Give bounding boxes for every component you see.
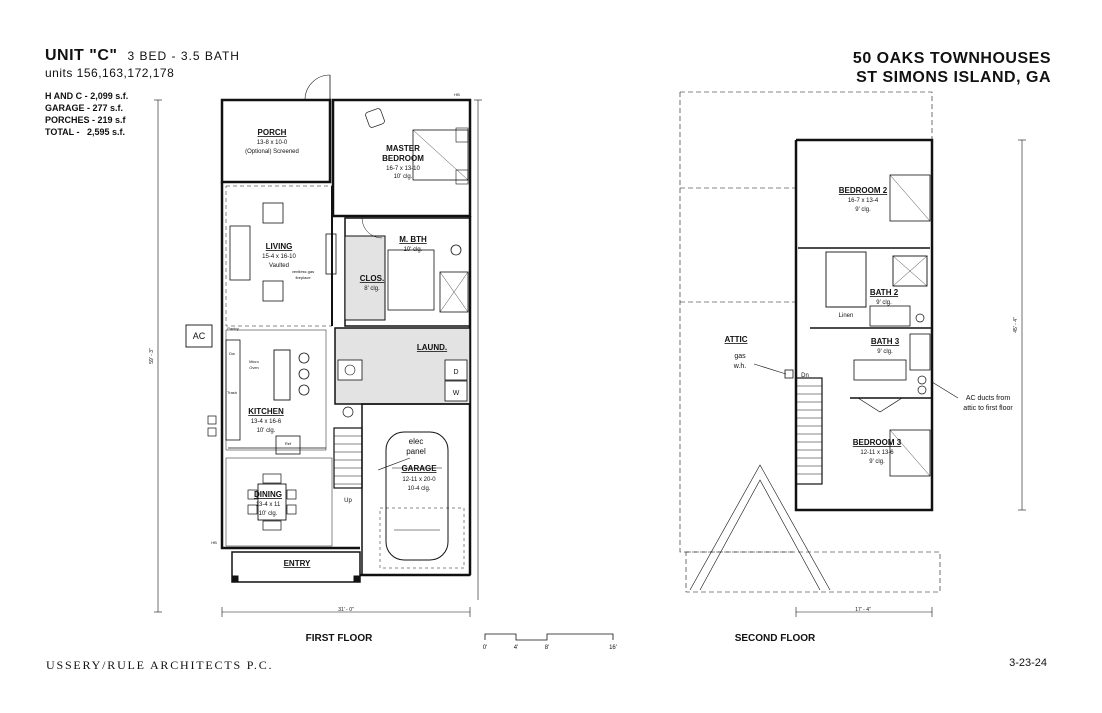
unit-numbers: units 156,163,172,178 — [45, 66, 175, 80]
unit-name: UNIT "C" — [45, 47, 118, 64]
dining-clg: 10' clg. — [259, 511, 278, 517]
first-floor-title: FIRST FLOOR — [306, 633, 373, 644]
mbth-label: M. BTH — [399, 235, 427, 244]
dining-dims: 13-4 x 11 — [256, 502, 281, 508]
laund-label: LAUND. — [417, 343, 447, 352]
bedroom3-clg: 9' clg. — [869, 459, 885, 465]
unit-title: UNIT "C" 3 BED - 3.5 BATH — [45, 47, 240, 65]
porch-dims: 13-8 x 10-0 — [257, 140, 288, 146]
stair-up-label: Up — [344, 498, 352, 504]
kitchen-dims: 13-4 x 16-6 — [251, 419, 282, 425]
scale-tick: 16' — [609, 645, 617, 651]
ref-label: Ref — [285, 441, 292, 446]
beds-baths: 3 BED - 3.5 BATH — [127, 49, 240, 63]
bath2-label: BATH 2 — [870, 288, 899, 297]
garage-label: GARAGE — [401, 464, 437, 473]
bath3-clg: 9' clg. — [877, 349, 893, 355]
first-floor-width-dim: 31' - 0" — [338, 607, 354, 613]
dining-label: DINING — [254, 490, 282, 499]
living-label: LIVING — [266, 242, 293, 251]
kitchen-clg: 10' clg. — [257, 428, 276, 434]
scale-tick: 4' — [514, 645, 518, 651]
bedroom2-label: BEDROOM 2 — [839, 186, 888, 195]
area-row: H AND C - 2,099 s.f. — [45, 91, 129, 101]
gas-wh-label-2: w.h. — [733, 363, 747, 370]
ac-ducts-label-2: attic to first floor — [963, 405, 1013, 412]
master-label-1: MASTER — [386, 144, 420, 153]
hose-bib-top-label: HB — [454, 92, 460, 97]
project-title: 50 OAKS TOWNHOUSES ST SIMONS ISLAND, GA — [853, 49, 1051, 87]
kitchen-label: KITCHEN — [248, 407, 284, 416]
first-floor-depth-dim: 59' - 3" — [149, 348, 155, 364]
second-floor-depth-dim: 45' - 4" — [1013, 317, 1019, 333]
second-floor-title: SECOND FLOOR — [735, 633, 816, 644]
drawing-date: 3-23-24 — [1009, 657, 1047, 669]
ac-unit-label: AC — [193, 331, 206, 341]
master-dims: 16-7 x 13-10 — [386, 166, 420, 172]
fireplace-label-1: ventless gas — [292, 269, 314, 274]
dw-label: Dw — [229, 351, 235, 356]
bedroom2-dims: 16-7 x 13-4 — [848, 198, 879, 204]
bedroom2-clg: 9' clg. — [855, 207, 871, 213]
porch-note: (Optional) Screened — [245, 149, 299, 155]
living-note: Vaulted — [269, 263, 289, 269]
ac-ducts-label-1: AC ducts from — [966, 395, 1011, 402]
fireplace-label-2: fireplace — [295, 275, 311, 280]
trash-label: Trash — [227, 390, 237, 395]
garage-clg: 10-4 clg. — [407, 486, 430, 492]
entry-label: ENTRY — [284, 559, 311, 568]
second-floor-width-dim: 17' - 4" — [855, 607, 871, 613]
bath3-label: BATH 3 — [871, 337, 900, 346]
architect-firm: USSERY/RULE ARCHITECTS P.C. — [46, 658, 274, 672]
project-name: 50 OAKS TOWNHOUSES — [852, 50, 1051, 67]
scale-bar — [484, 633, 614, 641]
hose-bib-left-label: HB — [211, 540, 217, 545]
stair-down-label: Dn — [801, 373, 809, 379]
living-dims: 15-4 x 16-10 — [262, 254, 296, 260]
porch-label: PORCH — [258, 128, 287, 137]
attic-label: ATTIC — [725, 335, 748, 344]
dryer-label: D — [453, 369, 458, 376]
first-floor-plan — [154, 74, 482, 617]
second-floor-plan — [679, 91, 1026, 617]
project-location: ST SIMONS ISLAND, GA — [856, 69, 1051, 86]
elec-panel-label-2: panel — [406, 447, 426, 456]
area-summary: H AND C - 2,099 s.f. GARAGE - 277 s.f. P… — [45, 90, 128, 138]
area-row: GARAGE - 277 s.f. — [45, 103, 124, 113]
bedroom3-dims: 12-11 x 13-6 — [860, 450, 894, 456]
scale-tick: 0' — [483, 645, 487, 651]
elec-panel-label-1: elec — [409, 437, 424, 446]
scale-tick: 8' — [545, 645, 549, 651]
area-row: TOTAL - 2,595 s.f. — [45, 127, 126, 137]
area-row: PORCHES - 219 s.f — [45, 115, 126, 125]
mbth-clg: 10' clg. — [404, 247, 423, 253]
pantry-label: Pantry — [227, 326, 239, 331]
washer-label: W — [453, 390, 460, 397]
bedroom3-label: BEDROOM 3 — [853, 438, 902, 447]
master-clg: 10' clg. — [394, 174, 413, 180]
micro-label-1: Micro — [249, 359, 260, 364]
micro-label-2: Oven — [249, 365, 259, 370]
clos-clg: 8' clg. — [364, 286, 380, 292]
garage-dims: 12-11 x 20-0 — [402, 477, 436, 483]
linen-label: Linen — [839, 313, 854, 319]
master-label-2: BEDROOM — [382, 154, 424, 163]
clos-label: CLOS. — [360, 274, 384, 283]
gas-wh-label-1: gas — [734, 353, 746, 360]
bath2-clg: 9' clg. — [876, 300, 892, 306]
